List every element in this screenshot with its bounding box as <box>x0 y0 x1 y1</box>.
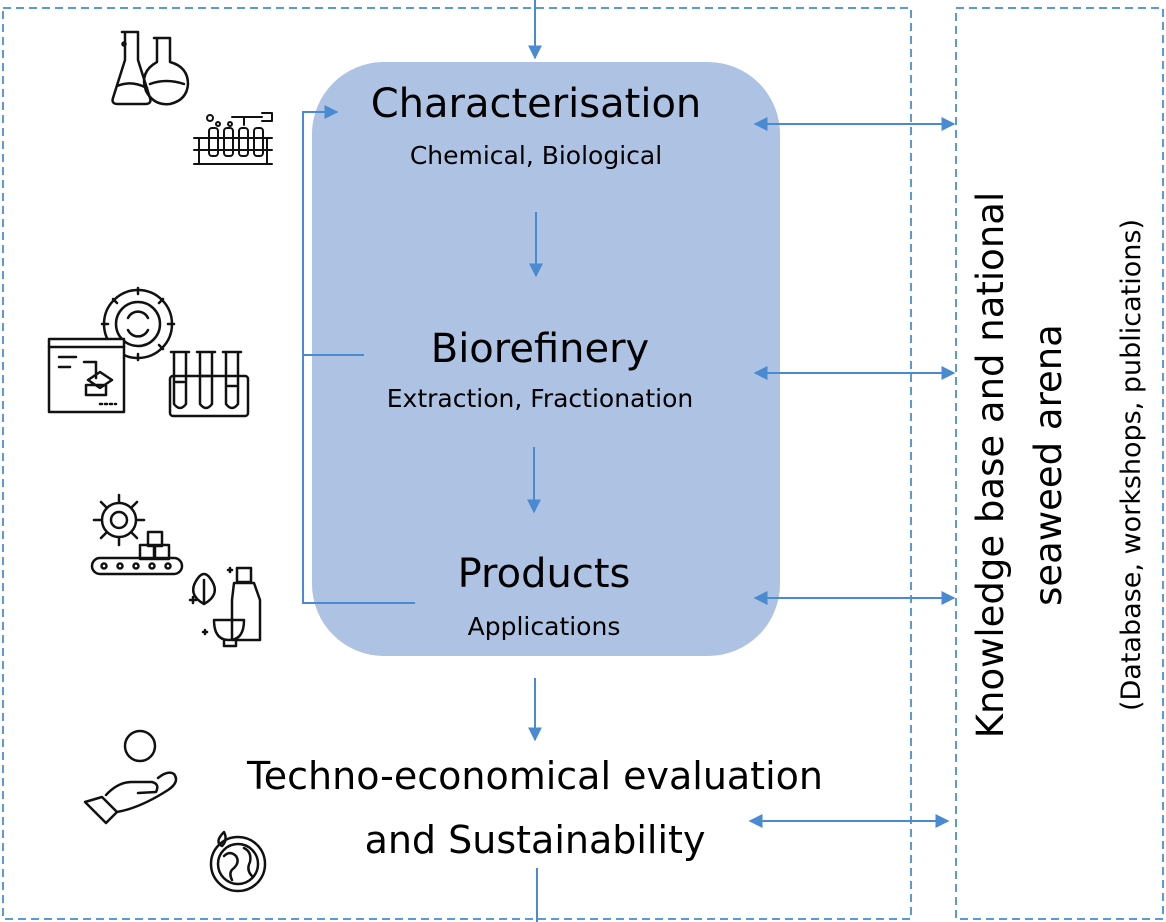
lab-flasks-icon <box>111 30 190 106</box>
stage-title-characterisation: Characterisation <box>370 81 702 127</box>
stage-title-biorefinery: Biorefinery <box>430 326 650 372</box>
process-box <box>312 62 780 656</box>
conveyor-gear-icon <box>90 493 184 576</box>
knowledge-label-line1: Knowledge base and national <box>969 191 1012 739</box>
stage-title-products: Products <box>457 551 631 597</box>
feedback-loop-bracket <box>302 105 415 604</box>
stage-subtitle-products: Applications <box>467 612 621 641</box>
knowledge-label-line3: (Database, workshops, publications) <box>1116 218 1147 712</box>
cosmetics-products-icon <box>188 566 262 648</box>
stage-subtitle-biorefinery: Extraction, Fractionation <box>386 384 694 413</box>
evaluation-label-line1: Techno-economical evaluation <box>247 754 823 798</box>
eco-globe-icon <box>209 830 267 893</box>
money-hand-icon <box>83 729 178 825</box>
test-tubes-icon <box>168 350 250 418</box>
knowledge-label-line2: seaweed arena <box>1027 324 1070 606</box>
process-flowchart-gear-icon <box>47 286 176 414</box>
test-tube-rack-icon <box>193 112 273 165</box>
evaluation-label-line2: and Sustainability <box>364 818 706 862</box>
stage-subtitle-characterisation: Chemical, Biological <box>409 141 663 170</box>
